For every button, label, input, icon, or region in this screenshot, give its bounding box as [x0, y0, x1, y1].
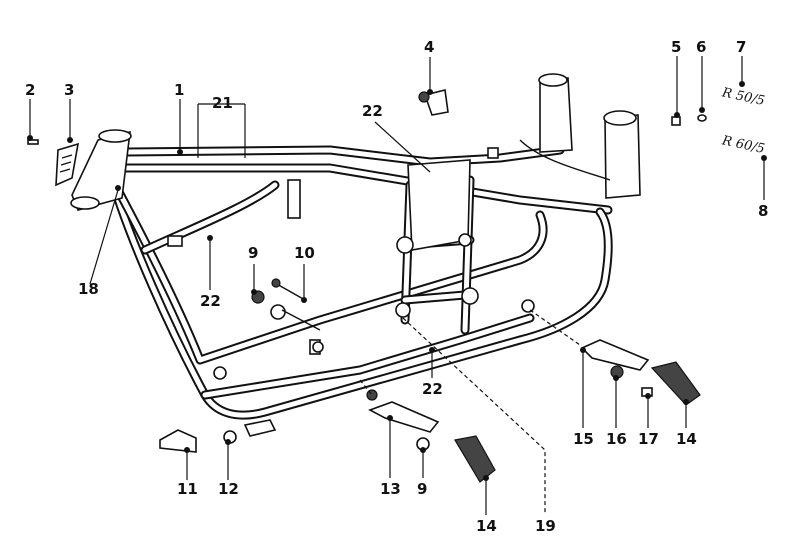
steering-head — [70, 129, 132, 211]
frame-tabs — [167, 147, 535, 380]
frame-left-cradle — [107, 175, 613, 420]
callout-21: 21 — [212, 94, 233, 112]
callout-6: 6 — [696, 38, 706, 56]
callout-9-upper: 9 — [248, 244, 258, 262]
callout-14-left: 14 — [476, 517, 497, 535]
callout-7: 7 — [736, 38, 746, 56]
callout-15: 15 — [573, 430, 594, 448]
part-14-footpeg-left — [454, 435, 496, 483]
part-3-badge — [55, 142, 80, 187]
callout-12: 12 — [218, 480, 239, 498]
callout-2: 2 — [25, 81, 35, 99]
leader-lines — [27, 56, 767, 515]
callout-3: 3 — [64, 81, 74, 99]
callout-10: 10 — [294, 244, 315, 262]
part-6-washer — [697, 114, 707, 122]
part-15-footrest-arm — [580, 339, 650, 371]
callout-4: 4 — [424, 38, 434, 56]
part-4-clip — [418, 89, 449, 116]
badge-bottom-text: R 60/5 — [720, 133, 766, 157]
callout-19: 19 — [535, 517, 556, 535]
callout-1: 1 — [174, 81, 184, 99]
callout-18: 18 — [78, 280, 99, 298]
callout-17: 17 — [638, 430, 659, 448]
badge-top-text: R 50/5 — [720, 85, 766, 109]
part-7-emblem: R 50/5 — [720, 85, 766, 109]
center-gusset — [395, 159, 479, 318]
callout-14-right: 14 — [676, 430, 697, 448]
callout-labels: 1 2 3 4 5 6 7 8 9 9 10 11 12 13 14 14 15… — [25, 38, 768, 535]
part-12-nut — [223, 419, 277, 444]
callout-9-lower: 9 — [417, 480, 427, 498]
part-10-bolt — [270, 278, 321, 331]
callout-13: 13 — [380, 480, 401, 498]
part-14-footpeg-right — [650, 361, 701, 406]
frame-assembly — [107, 145, 613, 420]
part-5-washer — [671, 116, 681, 126]
callout-22-bottom: 22 — [422, 380, 443, 398]
callout-11: 11 — [177, 480, 198, 498]
callout-22-top: 22 — [362, 102, 383, 120]
callout-16: 16 — [606, 430, 627, 448]
shock-mounts — [519, 73, 641, 199]
callout-5: 5 — [671, 38, 681, 56]
part-8-emblem: R 60/5 — [720, 133, 766, 157]
part-11-bracket — [159, 429, 197, 453]
callout-8: 8 — [758, 202, 768, 220]
part-2-screw — [27, 139, 39, 145]
callout-22-left: 22 — [200, 292, 221, 310]
